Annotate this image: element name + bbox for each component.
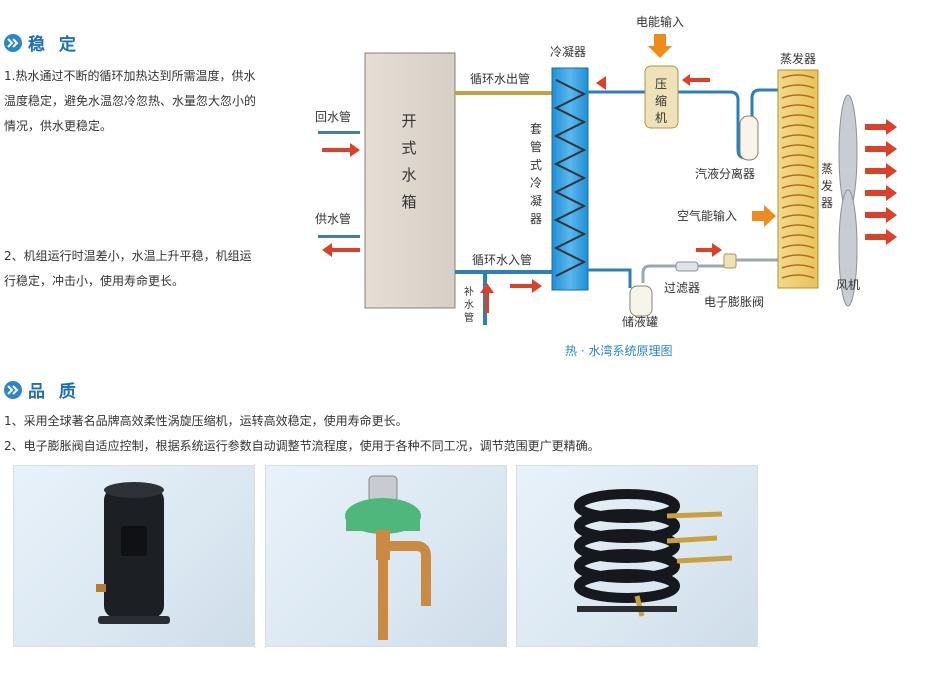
condenser-copper-fittings	[634, 511, 733, 617]
fan-label: 风机	[836, 278, 860, 292]
air-arrow-icon	[865, 229, 897, 245]
expansion-valve-label: 电子膨胀阀	[704, 295, 764, 309]
makeup-arrow-icon	[480, 283, 494, 313]
evap-char-2: 发	[821, 178, 833, 193]
supply-pipe-label: 供水管	[315, 211, 351, 226]
evaporator-coil	[781, 74, 815, 279]
return-pipe-label: 回水管	[315, 109, 351, 124]
tank-char-1: 开	[401, 112, 416, 130]
valve-outlet-pipe	[390, 541, 431, 606]
quality-point-2: 2、电子膨胀阀自适应控制，根据系统运行参数自动调整节流程度，使用于各种不同工况，…	[4, 439, 600, 453]
return-pipe	[318, 131, 360, 134]
double-chevron-icon	[4, 33, 22, 52]
refrigerant-line-2	[678, 90, 750, 160]
makeup-char-1: 补	[464, 285, 474, 298]
heat-pump-diagram: 开 式 水 箱 回水管 供水管 循环水出管 循环水入管 补 水 管 冷凝器 套 …	[315, 14, 897, 329]
filter	[675, 261, 699, 272]
makeup-char-2: 水	[464, 299, 474, 311]
makeup-char-3: 管	[464, 311, 474, 324]
air-arrow-icon	[865, 185, 897, 201]
valve-inlet-pipe	[378, 560, 388, 640]
compressor-terminal-box	[121, 526, 147, 556]
double-chevron-icon	[4, 380, 22, 399]
power-input-arrow-icon	[648, 34, 672, 58]
expansion-valve-photo	[265, 465, 507, 647]
air-arrow-icon	[865, 141, 897, 157]
section-title: 稳 定	[28, 35, 80, 55]
tank-char-3: 水	[401, 166, 416, 184]
evaporator-vertical-label: 蒸 发 器	[821, 162, 833, 210]
air-arrow-icon	[865, 207, 897, 223]
air-input-label: 空气能输入	[677, 208, 737, 223]
section-stability-heading: 稳 定	[4, 30, 80, 55]
condenser-coil-rings	[574, 489, 680, 603]
coaxial-condenser-image	[574, 489, 733, 617]
air-arrow-icon	[865, 119, 897, 135]
condenser-base	[577, 606, 677, 612]
open-water-tank	[364, 52, 456, 309]
cond-char-4: 冷	[530, 176, 542, 190]
receiver-label: 储液罐	[622, 314, 658, 329]
inflow-arrow-icon	[510, 279, 542, 293]
outflow-pipe-label: 循环水出管	[470, 71, 530, 86]
valve-coil-body	[346, 511, 420, 531]
scroll-compressor-image	[96, 482, 170, 624]
section-quality-heading: 品 质	[4, 377, 80, 402]
supply-pipe	[318, 235, 360, 238]
fan-blade-bottom	[838, 189, 858, 307]
stability-point-2: 2、机组运行时温差小，水温上升平稳，机组运行稳定，冲击小，使用寿命更长。	[4, 249, 252, 288]
gas-liquid-separator	[739, 115, 759, 161]
condenser-label: 冷凝器	[550, 44, 586, 59]
sleeve-condenser-label: 套 管 式 冷 凝 器	[530, 122, 542, 226]
valve-body	[376, 530, 390, 560]
compressor-label: 压 缩 机	[655, 77, 667, 125]
supply-arrow-icon	[322, 243, 360, 257]
valve-arrow-icon	[696, 243, 722, 257]
outflow-pipe	[455, 91, 553, 95]
evap-to-comp-arrow-icon	[682, 74, 710, 86]
condenser-photo	[516, 465, 758, 647]
power-input-label: 电能输入	[636, 14, 684, 29]
refrigerant-line-5	[641, 258, 778, 283]
cond-char-6: 器	[530, 212, 542, 226]
cond-char-5: 凝	[530, 193, 542, 208]
cond-char-1: 套	[530, 122, 542, 136]
comp-char-1: 压	[655, 77, 667, 91]
diagram-caption: 热 · 水湾系统原理图	[565, 344, 673, 358]
compressor-top	[104, 482, 164, 498]
refrigerant-line-3	[750, 88, 778, 116]
compressor-photo	[13, 465, 255, 647]
makeup-pipe-label: 补 水 管	[464, 285, 474, 324]
air-flow-arrows	[865, 119, 897, 245]
inflow-pipe-label: 循环水入管	[472, 252, 532, 267]
inflow-pipe	[455, 270, 553, 274]
cond-char-3: 式	[530, 158, 542, 172]
quality-point-1: 1、采用全球著名品牌高效柔性涡旋压缩机，运转高效稳定，使用寿命更长。	[4, 414, 408, 428]
section-title: 品 质	[28, 382, 80, 402]
evap-char-3: 器	[821, 196, 833, 210]
evaporator-label: 蒸发器	[780, 51, 816, 66]
comp-char-3: 机	[655, 111, 667, 125]
electronic-expansion-valve	[723, 253, 737, 269]
cond-to-comp-arrow-icon	[596, 76, 606, 90]
condenser-coil	[553, 79, 587, 277]
air-arrow-icon	[865, 163, 897, 179]
receiver-tank	[629, 285, 653, 317]
cond-char-2: 管	[530, 139, 542, 154]
separator-label: 汽液分离器	[695, 166, 755, 181]
comp-char-2: 缩	[655, 93, 667, 108]
tank-char-2: 式	[401, 139, 416, 157]
refrigerant-line-4	[588, 268, 632, 288]
stability-point-1: 1.热水通过不断的循环加热达到所需温度，供水温度稳定，避免水温忽冷忽热、水量忽大…	[4, 69, 257, 133]
compressor-base	[98, 616, 170, 624]
compressor-port	[96, 584, 106, 592]
tank-char-4: 箱	[401, 193, 416, 211]
compressor	[644, 65, 679, 129]
expansion-valve-image	[345, 475, 431, 640]
return-arrow-icon	[322, 143, 360, 157]
filter-label: 过滤器	[664, 281, 700, 295]
evap-char-1: 蒸	[821, 162, 833, 176]
air-input-arrow-icon	[752, 205, 776, 227]
tank-label: 开 式 水 箱	[401, 112, 416, 211]
